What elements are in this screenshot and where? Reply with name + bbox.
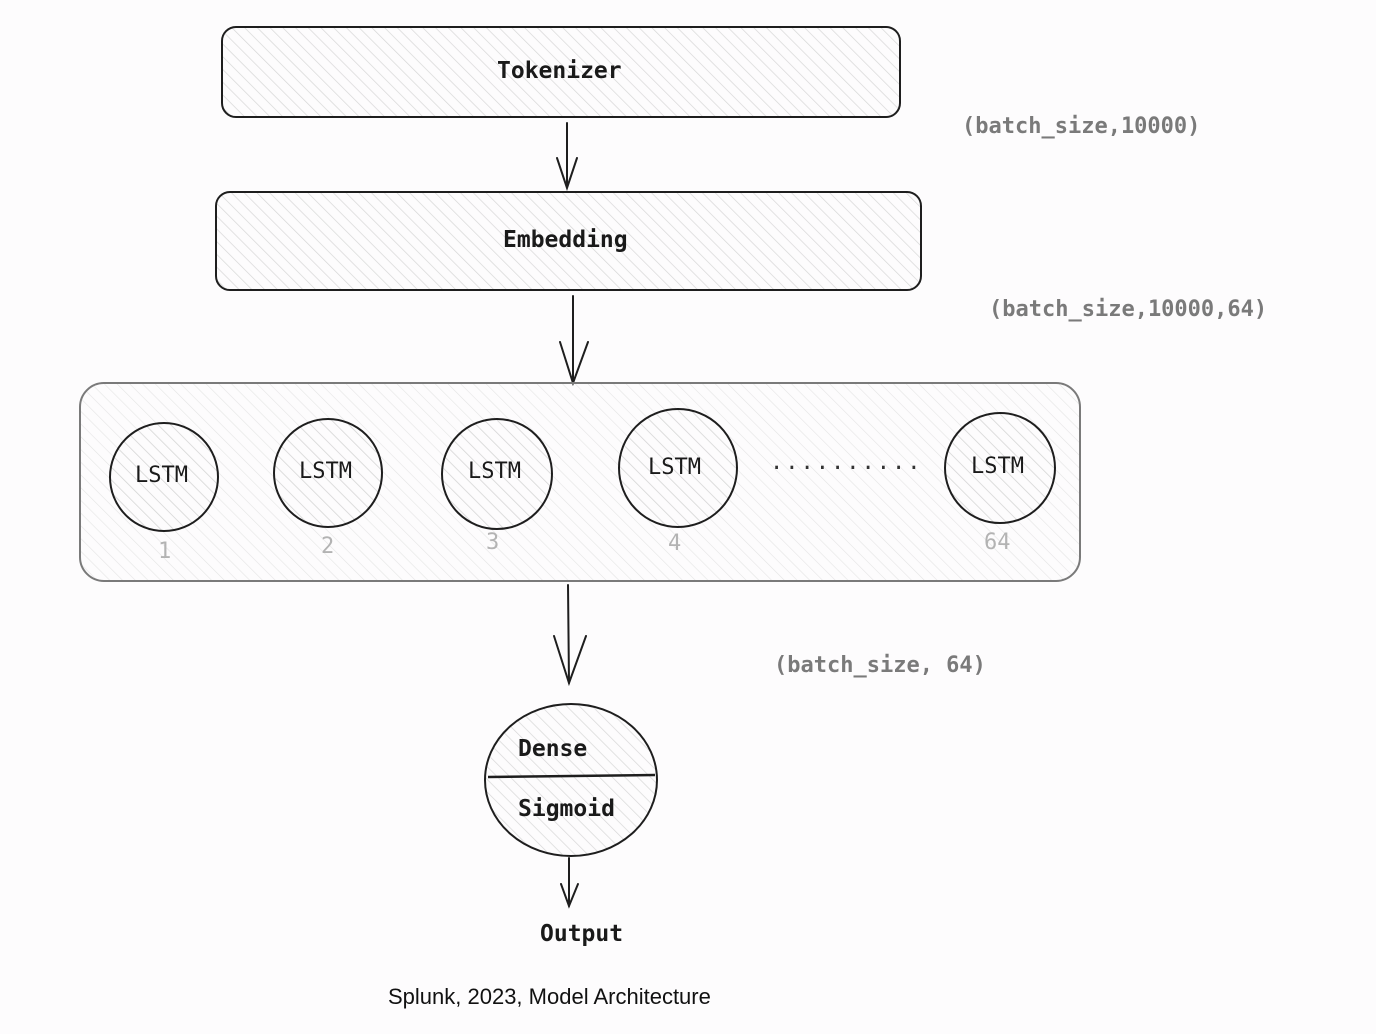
tokenizer-label: Tokenizer	[497, 58, 622, 84]
output-label: Output	[540, 921, 624, 947]
lstm-unit-circle	[441, 418, 553, 530]
tokenizer-box	[221, 26, 901, 118]
lstm-unit-label: LSTM	[135, 463, 188, 488]
embedding-label: Embedding	[503, 227, 628, 253]
sigmoid-label: Sigmoid	[518, 796, 615, 822]
dense-sigmoid-node	[484, 703, 658, 857]
lstm-unit-label: LSTM	[971, 454, 1024, 479]
figure-caption: Splunk, 2023, Model Architecture	[388, 984, 711, 1009]
lstm-unit-index: 2	[321, 534, 335, 559]
arrow-dense-output	[560, 857, 579, 909]
lstm-unit-label: LSTM	[299, 459, 352, 484]
lstm-unit-index: 1	[158, 539, 172, 564]
dense-label: Dense	[518, 736, 588, 762]
lstm-ellipsis: ..........	[770, 450, 923, 475]
shape-after-embedding: (batch_size,10000,64)	[989, 297, 1268, 322]
lstm-layer-container	[79, 382, 1081, 582]
arrow-tokenizer-embedding	[556, 122, 578, 192]
arrow-lstm-dense	[553, 584, 587, 687]
lstm-unit-label: LSTM	[648, 455, 701, 480]
lstm-unit-circle	[109, 422, 219, 532]
lstm-unit-index: 4	[668, 531, 682, 556]
embedding-box	[215, 191, 922, 291]
lstm-unit-label: LSTM	[468, 459, 521, 484]
dense-sigmoid-divider	[487, 773, 656, 779]
shape-after-tokenizer: (batch_size,10000)	[962, 114, 1201, 139]
lstm-unit-index: 64	[984, 530, 1011, 555]
shape-after-lstm: (batch_size, 64)	[774, 653, 986, 678]
lstm-unit-circle	[618, 408, 738, 528]
arrow-embedding-lstm	[559, 295, 589, 387]
lstm-unit-index: 3	[486, 530, 500, 555]
lstm-unit-circle	[273, 418, 383, 528]
lstm-unit-circle	[944, 412, 1056, 524]
